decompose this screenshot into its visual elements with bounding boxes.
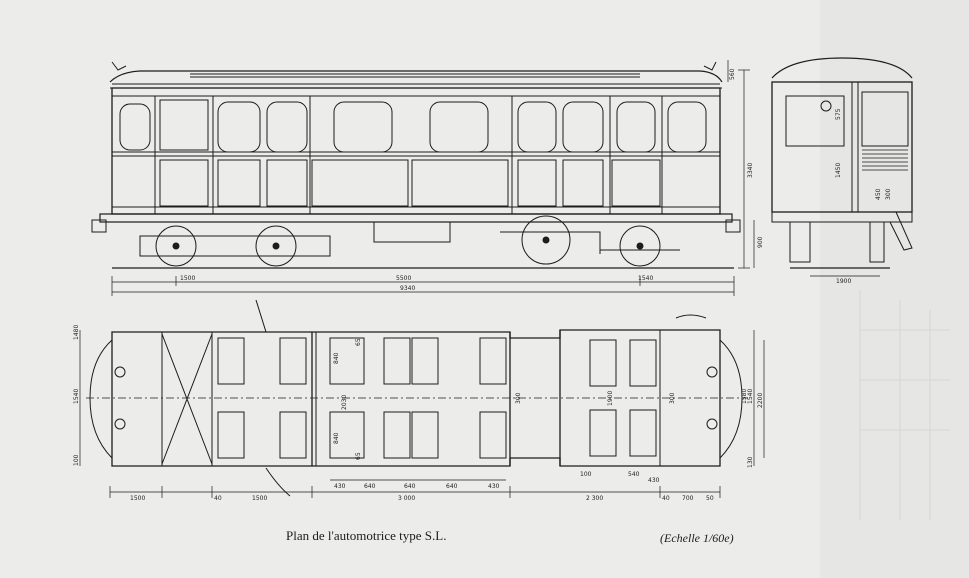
plan-small-dims: 100 540 430 <box>580 471 660 484</box>
plan-dim-bottom-6: 700 <box>682 495 694 502</box>
plan-dim-bottom-1: 40 <box>214 495 222 502</box>
drawing-caption: Plan de l'automotrice type S.L. <box>286 528 447 543</box>
dim-floor-height: 900 <box>757 236 764 248</box>
end-view <box>771 57 913 277</box>
plan-dim-right-1: 2200 <box>757 393 764 408</box>
plan-dim-interior-4: 65 <box>355 452 362 460</box>
plan-interior-dims: 840 2030 840 65 65 300 1900 300 <box>333 338 676 460</box>
dim-roof-height: 560 <box>729 68 736 80</box>
plan-dim-bottom-7: 50 <box>706 495 714 502</box>
dim-front-overhang: 1500 <box>180 275 195 282</box>
plan-dim-left-0: 1480 <box>73 325 80 340</box>
plan-dim-interior-0: 840 <box>333 352 340 364</box>
dim-total-height: 3340 <box>747 163 754 178</box>
plan-dim-small-1: 540 <box>628 471 640 478</box>
plan-left-heights: 1480 1540 100 <box>73 325 80 466</box>
plan-dim-small-2: 430 <box>648 477 660 484</box>
plan-dim-interior-7: 300 <box>669 392 676 404</box>
side-elevation <box>91 61 741 269</box>
dim-end-upper: 575 <box>835 108 842 120</box>
dim-end-lower-b: 300 <box>885 188 892 200</box>
plan-dim-interior-6: 1900 <box>607 391 614 406</box>
dim-end-lower-a: 450 <box>875 188 882 200</box>
plan-dim-left-1: 1540 <box>73 389 80 404</box>
plan-inner-dims: 430 640 640 640 430 <box>334 483 500 490</box>
plan-view <box>86 299 748 497</box>
plan-dim-inner-1: 640 <box>364 483 376 490</box>
plan-dim-inner-3: 640 <box>446 483 458 490</box>
plan-dim-bottom-2: 1500 <box>252 495 267 502</box>
scale-note: (Echelle 1/60e) <box>660 531 734 545</box>
plan-dim-right-3: 130 <box>747 456 754 468</box>
elevation-dimension-lines <box>111 60 755 296</box>
dim-end-window-height: 1450 <box>835 163 842 178</box>
plan-right-heights: 1540 2200 1580 130 <box>741 389 764 468</box>
plan-dim-interior-1: 2030 <box>341 395 348 410</box>
plan-dim-left-2: 100 <box>73 454 80 466</box>
dim-wheelbase: 5500 <box>396 275 411 282</box>
dim-end-width: 1900 <box>836 278 851 285</box>
plan-bottom-dims: 1500 40 1500 3 000 2 300 40 700 50 <box>130 495 714 502</box>
plan-dim-inner-4: 430 <box>488 483 500 490</box>
plan-dim-small-0: 100 <box>580 471 592 478</box>
plan-dim-right-2: 1580 <box>741 389 748 404</box>
plan-dim-bottom-4: 2 300 <box>586 495 603 502</box>
plan-dim-interior-3: 65 <box>355 338 362 346</box>
plan-dim-right-0: 1540 <box>747 389 754 404</box>
dim-rear-overhang: 1540 <box>638 275 653 282</box>
plan-dim-bottom-0: 1500 <box>130 495 145 502</box>
dim-total-length: 9340 <box>400 285 415 292</box>
plan-dim-inner-0: 430 <box>334 483 346 490</box>
plan-dimension-lines <box>79 330 765 498</box>
plan-dim-bottom-3: 3 000 <box>398 495 415 502</box>
plan-dim-inner-2: 640 <box>404 483 416 490</box>
plan-dim-bottom-5: 40 <box>662 495 670 502</box>
plan-dim-interior-2: 840 <box>333 432 340 444</box>
plan-dim-interior-5: 300 <box>515 392 522 404</box>
